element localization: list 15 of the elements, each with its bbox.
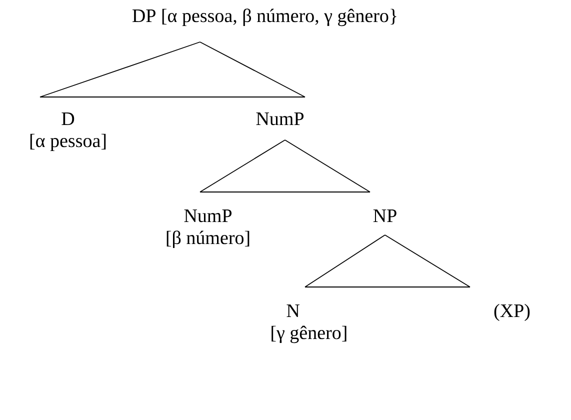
category-label: NumP <box>256 112 304 126</box>
category-label: (XP) <box>494 304 530 322</box>
branch-line <box>200 42 306 98</box>
branch-line <box>200 140 286 192</box>
category-label: DP [α pessoa, β número, γ gênero} <box>132 8 396 26</box>
category-label: NP <box>373 210 396 222</box>
base-line <box>304 286 470 288</box>
category-with-features: D [α pessoa] <box>30 112 106 152</box>
base-line <box>40 96 306 98</box>
category-with-features: NumP [β número] <box>166 210 250 248</box>
branch-line <box>40 42 200 98</box>
branch-line <box>284 140 370 192</box>
branch-line <box>384 234 470 288</box>
category-with-features: N [γ gênero] <box>272 304 346 344</box>
branch-line <box>304 234 386 288</box>
